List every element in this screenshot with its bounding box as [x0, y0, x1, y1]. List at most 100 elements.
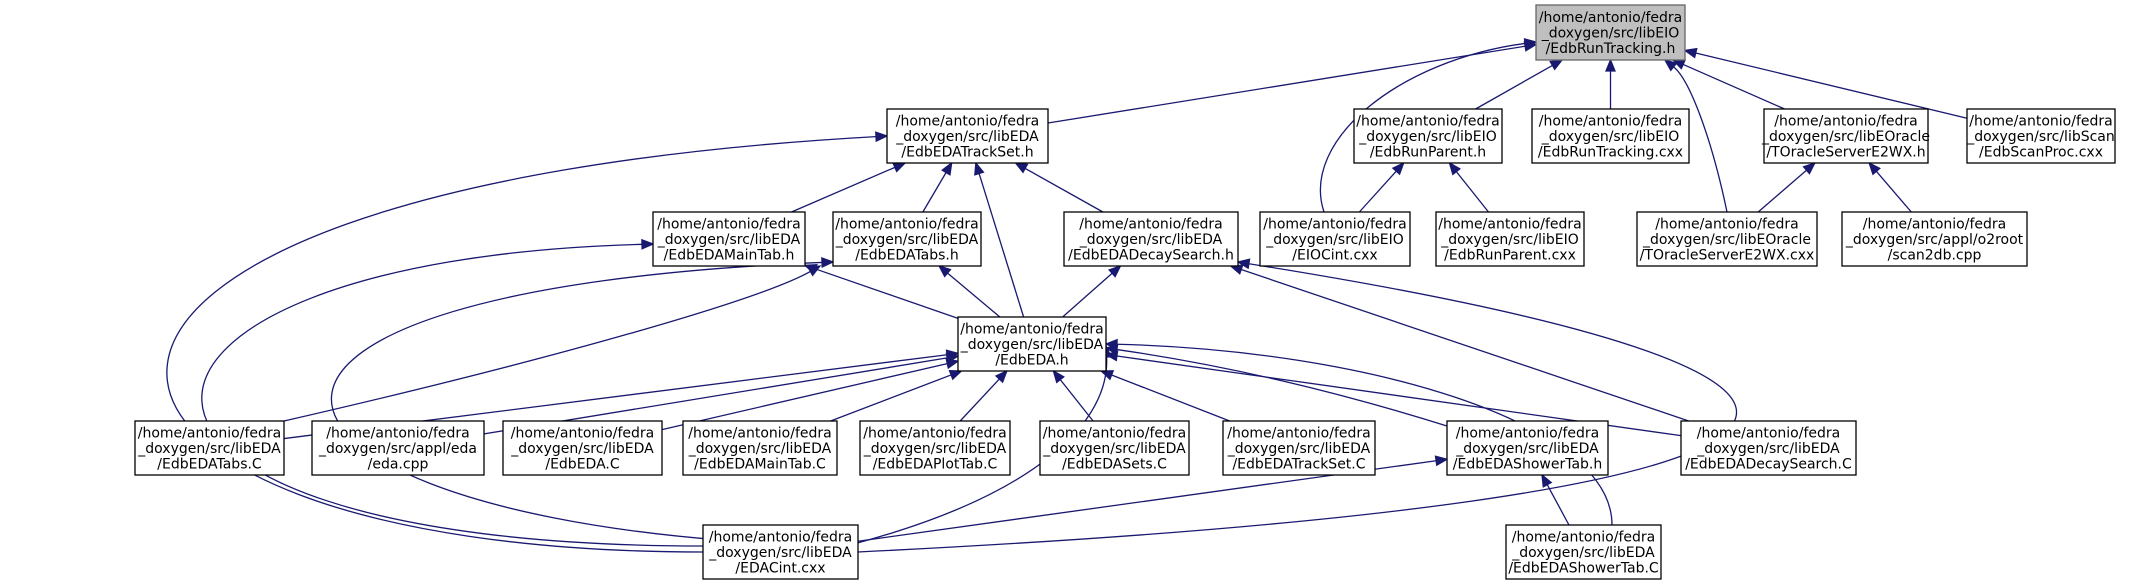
edge-arrowhead [1605, 58, 1616, 72]
node-edaDecay_C[interactable]: /home/antonio/fedra_doxygen/src/libEDA/E… [1680, 420, 1857, 476]
edge-arrowhead [994, 369, 1008, 384]
edge-arrowhead [1868, 161, 1881, 176]
node-scanProc_h[interactable]: /home/antonio/fedra_doxygen/src/libScan/… [1966, 108, 2116, 164]
edge-line [947, 272, 1001, 318]
node-label-line: _doxygen/src/libEDA [137, 441, 281, 457]
node-label-line: /EdbEDATabs.C [157, 457, 262, 473]
edge-edaDecay_h-to-edaTrackSet_h [1014, 162, 1104, 213]
edge-runTracking_cxx-to-runtracking_h [1605, 58, 1616, 109]
node-label-line: _doxygen/src/libEDA [835, 232, 979, 248]
edge-line [1111, 374, 1230, 422]
edge-line [330, 261, 823, 541]
node-edaSets_C[interactable]: /home/antonio/fedra_doxygen/src/libEDA/E… [1039, 420, 1190, 476]
node-box [1763, 108, 1929, 164]
edge-arrowhead [1523, 38, 1538, 49]
edge-arrowhead [1236, 258, 1251, 270]
node-label-line: /home/antonio/fedra [960, 322, 1103, 338]
edge-arrowhead [1108, 264, 1122, 278]
node-label-line: /home/antonio/fedra [1512, 530, 1655, 546]
node-label-line: _doxygen/src/libEIO [1265, 232, 1404, 248]
node-edaMainTab_C[interactable]: /home/antonio/fedra_doxygen/src/libEDA/E… [682, 420, 838, 476]
edge-line [1682, 63, 1785, 110]
edge-arrowhead [807, 265, 822, 277]
node-box [1531, 108, 1690, 164]
edge-line [1546, 484, 1570, 526]
node-label-line: _doxygen/src/libEDA [863, 441, 1007, 457]
node-label-line: /home/antonio/fedra [896, 114, 1039, 130]
edge-arrowhead [1448, 161, 1462, 176]
node-edaShowerTab_C[interactable]: /home/antonio/fedra_doxygen/src/libEDA/E… [1505, 524, 1662, 580]
edge-eda_h-to-edaDecay_h [1062, 264, 1122, 318]
edge-line [857, 263, 1738, 553]
node-box [311, 420, 485, 476]
node-runParent_cxx[interactable]: /home/antonio/fedra_doxygen/src/libEIO/E… [1435, 211, 1585, 267]
edge-edaMainTab_h-to-edaTrackSet_h [791, 162, 907, 213]
node-box [859, 420, 1011, 476]
node-label-line: _doxygen/src/libEDA [657, 232, 801, 248]
node-label-line: /home/antonio/fedra [863, 426, 1006, 442]
node-eioCint_cxx[interactable]: /home/antonio/fedra_doxygen/src/libEIO/E… [1259, 211, 1411, 267]
node-box [682, 420, 838, 476]
edge-eioCint_cxx-to-runParent_h [1358, 161, 1405, 213]
node-label-line: /EdbEDATrackSet.C [1232, 457, 1365, 473]
edge-line [1059, 379, 1094, 422]
node-label-line: /EIOCint.cxx [1292, 248, 1377, 264]
edge-arrowhead [1052, 369, 1065, 384]
edge-toracle_cxx-to-runtracking_h [1663, 58, 1728, 213]
edge-line [201, 243, 704, 547]
node-label-line: /EdbEDASets.C [1062, 457, 1167, 473]
node-box [1435, 211, 1585, 267]
edge-arrowhead [641, 238, 655, 250]
node-label-line: /home/antonio/fedra [657, 217, 800, 233]
node-label-line: /EdbEDADecaySearch.h [1068, 248, 1234, 264]
node-label-line: _doxygen/src/libScan [1966, 129, 2115, 145]
node-eda_C[interactable]: /home/antonio/fedra_doxygen/src/libEDA/E… [502, 420, 663, 476]
node-box [1039, 420, 1190, 476]
node-edaPlotTab_C[interactable]: /home/antonio/fedra_doxygen/src/libEDA/E… [859, 420, 1011, 476]
node-runParent_h[interactable]: /home/antonio/fedra_doxygen/src/libEIO/E… [1353, 108, 1503, 164]
node-edaMainTab_h[interactable]: /home/antonio/fedra_doxygen/src/libEDA/E… [652, 211, 806, 267]
node-eda_cpp[interactable]: /home/antonio/fedra_doxygen/src/appl/eda… [311, 420, 485, 476]
node-edaTrackSet_h[interactable]: /home/antonio/fedra_doxygen/src/libEDA/E… [886, 108, 1049, 164]
node-label-line: /home/antonio/fedra [709, 530, 852, 546]
node-toracle_cxx[interactable]: /home/antonio/fedra_doxygen/src/libEOrac… [1636, 211, 1818, 267]
edge-arrowhead [1104, 338, 1118, 350]
node-label-line: /home/antonio/fedra [1863, 217, 2006, 233]
node-edaDecay_h[interactable]: /home/antonio/fedra_doxygen/src/libEDA/E… [1063, 211, 1239, 267]
node-box [832, 211, 982, 267]
node-runTracking_cxx[interactable]: /home/antonio/fedra_doxygen/src/libEIO/E… [1531, 108, 1690, 164]
node-edaShowerTab_h[interactable]: /home/antonio/fedra_doxygen/src/libEDA/E… [1446, 420, 1609, 476]
edge-scan2db_cpp-to-toracle_h [1868, 161, 1912, 213]
node-label-line: _doxygen/src/libEIO [1358, 129, 1497, 145]
node-scan2db_cpp[interactable]: /home/antonio/fedra_doxygen/src/appl/o2r… [1841, 211, 2028, 267]
edge-line [1116, 348, 1448, 427]
node-label-line: /EdbEDAMainTab.C [694, 457, 826, 473]
node-edaTrackSet_C[interactable]: /home/antonio/fedra_doxygen/src/libEDA/E… [1222, 420, 1376, 476]
node-label-line: /EdbEDA.C [545, 457, 619, 473]
edge-line [815, 268, 959, 319]
node-label-line: /home/antonio/fedra [1969, 114, 2112, 130]
node-label-line: _doxygen/src/libEDA [960, 337, 1104, 353]
edge-edaMainTab_C-to-eda_h [830, 370, 963, 422]
node-box [1446, 420, 1609, 476]
edge-line [1240, 268, 1689, 422]
node-eda_h[interactable]: /home/antonio/fedra_doxygen/src/libEDA/E… [957, 316, 1107, 372]
node-edaTabs_h[interactable]: /home/antonio/fedra_doxygen/src/libEDA/E… [832, 211, 982, 267]
edge-edaPlotTab_C-to-eda_h [959, 369, 1008, 422]
node-label-line: /home/antonio/fedra [688, 426, 831, 442]
edge-edaCint_cxx-to-edaTrackSet_h [166, 131, 889, 553]
edge-edaCint_cxx-to-edaDecay_h [857, 258, 1738, 553]
node-edaCint_cxx[interactable]: /home/antonio/fedra_doxygen/src/libEDA/E… [702, 524, 859, 580]
edge-line [1116, 343, 1613, 526]
edge-arrowhead [945, 358, 960, 370]
edge-line [166, 135, 877, 553]
node-edaTabs_C[interactable]: /home/antonio/fedra_doxygen/src/libEDA/E… [134, 420, 285, 476]
node-label-line: _doxygen/src/libEOracle [1642, 232, 1811, 248]
node-toracle_h[interactable]: /home/antonio/fedra_doxygen/src/libEOrac… [1761, 108, 1930, 164]
edge-line [661, 362, 948, 431]
edge-eda_h-to-edaMainTab_h [803, 263, 959, 319]
node-label-line: _doxygen/src/libEIO [1541, 26, 1680, 42]
node-label-line: /EdbEDAShowerTab.C [1508, 561, 1659, 577]
node-label-line: /home/antonio/fedra [1774, 114, 1917, 130]
